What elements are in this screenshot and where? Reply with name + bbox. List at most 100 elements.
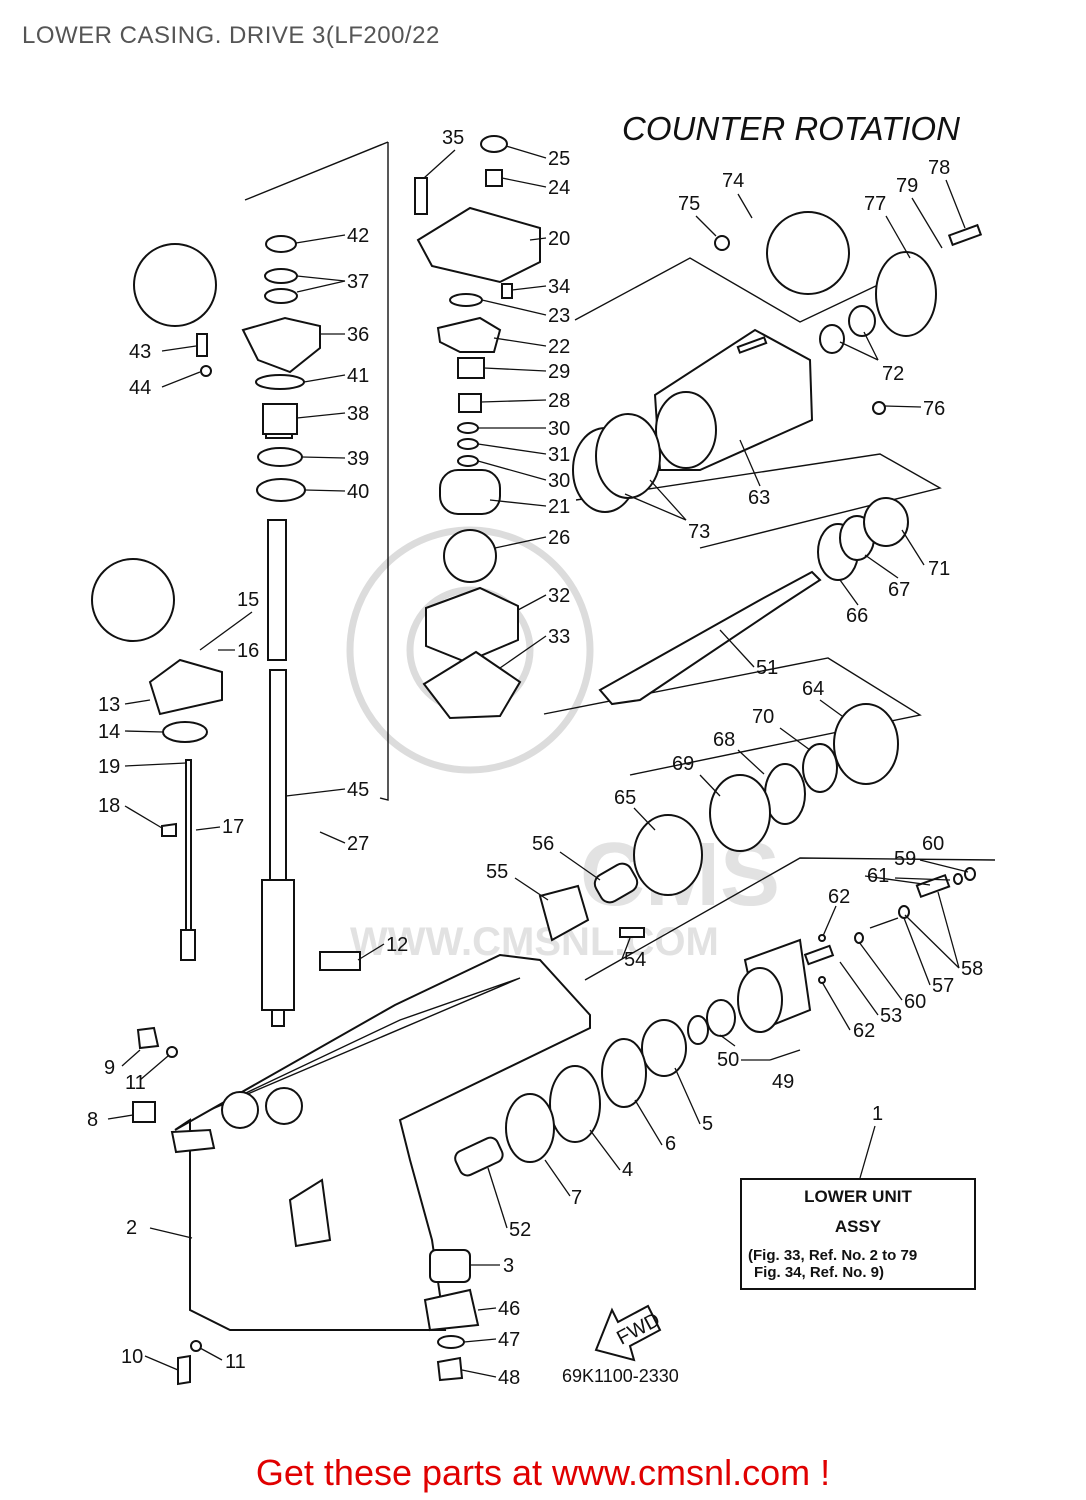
callout-62a: 62 <box>828 886 850 908</box>
callout-54: 54 <box>624 949 646 971</box>
callout-46: 46 <box>498 1298 520 1320</box>
callout-62b: 62 <box>853 1020 875 1042</box>
callout-22: 22 <box>548 336 570 358</box>
callout-78: 78 <box>928 157 950 179</box>
callout-27: 27 <box>347 833 369 855</box>
note-line-3: (Fig. 33, Ref. No. 2 to 79 <box>748 1247 918 1264</box>
callout-25: 25 <box>548 148 570 170</box>
drive-shaft <box>261 431 295 1027</box>
callout-15: 15 <box>237 589 259 611</box>
fwd-arrow: FWD <box>594 1304 664 1362</box>
callout-79: 79 <box>896 175 918 197</box>
callout-72: 72 <box>882 363 904 385</box>
callout-14: 14 <box>98 721 120 743</box>
callout-1: 1 <box>872 1103 883 1125</box>
callout-38: 38 <box>347 403 369 425</box>
callout-74: 74 <box>722 170 744 192</box>
callout-6: 6 <box>665 1133 676 1155</box>
callout-73: 73 <box>688 521 710 543</box>
detail-circles <box>91 211 850 642</box>
callout-71: 71 <box>928 558 950 580</box>
footer-link[interactable]: Get these parts at www.cmsnl.com ! <box>255 1452 831 1493</box>
callout-44: 44 <box>129 377 151 399</box>
callout-13: 13 <box>98 694 120 716</box>
callout-16: 16 <box>237 640 259 662</box>
callout-58: 58 <box>961 958 983 980</box>
note-line-2: ASSY <box>834 1217 882 1236</box>
callout-63: 63 <box>748 487 770 509</box>
callout-11a: 11 <box>125 1072 146 1094</box>
upper-parts-left <box>196 235 321 502</box>
page-title: LOWER CASING. DRIVE 3(LF200/22 <box>22 22 440 49</box>
callout-23: 23 <box>548 305 570 327</box>
callout-39: 39 <box>347 448 369 470</box>
callout-9: 9 <box>104 1057 115 1079</box>
callout-67: 67 <box>888 579 910 601</box>
callout-69: 69 <box>672 753 694 775</box>
callout-11b: 11 <box>225 1351 246 1373</box>
callout-26: 26 <box>548 527 570 549</box>
callout-31: 31 <box>548 444 570 466</box>
callout-77: 77 <box>864 193 886 215</box>
callout-29: 29 <box>548 361 570 383</box>
callouts: 1 2 3 4 5 6 7 8 9 10 11 11 12 13 14 15 1… <box>87 127 983 1389</box>
callout-20: 20 <box>548 228 570 250</box>
note-line-1: LOWER UNIT <box>804 1187 912 1206</box>
callout-35: 35 <box>442 127 464 149</box>
callout-41: 41 <box>347 365 369 387</box>
callout-43: 43 <box>129 341 151 363</box>
callout-59: 59 <box>894 848 916 870</box>
callout-32: 32 <box>548 585 570 607</box>
callout-49: 49 <box>772 1071 794 1093</box>
callout-64: 64 <box>802 678 824 700</box>
rotation-heading: COUNTER ROTATION <box>622 110 960 147</box>
callout-66: 66 <box>846 605 868 627</box>
callout-61: 61 <box>867 865 889 887</box>
callout-65: 65 <box>614 787 636 809</box>
callout-52: 52 <box>509 1219 531 1241</box>
lower-unit-assy-note: LOWER UNIT ASSY (Fig. 33, Ref. No. 2 to … <box>740 1178 976 1290</box>
callout-34: 34 <box>548 276 570 298</box>
callout-50: 50 <box>717 1049 739 1071</box>
callout-33: 33 <box>548 626 570 648</box>
callout-30b: 30 <box>548 470 570 492</box>
callout-48: 48 <box>498 1367 520 1389</box>
callout-57: 57 <box>932 975 954 997</box>
callout-56: 56 <box>532 833 554 855</box>
callout-40: 40 <box>347 481 369 503</box>
drawing-code: 69K1100-2330 <box>562 1366 679 1386</box>
callout-70: 70 <box>752 706 774 728</box>
callout-7: 7 <box>571 1187 582 1209</box>
callout-19: 19 <box>98 756 120 778</box>
callout-51: 51 <box>756 657 778 679</box>
callout-8: 8 <box>87 1109 98 1131</box>
callout-60a: 60 <box>922 833 944 855</box>
callout-45: 45 <box>347 779 369 801</box>
callout-28: 28 <box>548 390 570 412</box>
leader-lines <box>107 145 969 1378</box>
callout-68: 68 <box>713 729 735 751</box>
group-outlines <box>244 141 996 981</box>
callout-3: 3 <box>503 1255 514 1277</box>
callout-10: 10 <box>121 1346 143 1368</box>
callout-12: 12 <box>386 934 408 956</box>
callout-18: 18 <box>98 795 120 817</box>
left-small-parts <box>132 658 223 1386</box>
watermark-text: WWW.CMSNL.COM <box>350 920 719 964</box>
water-pump <box>414 135 541 720</box>
callout-21: 21 <box>548 496 570 518</box>
callout-36: 36 <box>347 324 369 346</box>
callout-47: 47 <box>498 1329 520 1351</box>
callout-24: 24 <box>548 177 570 199</box>
callout-4: 4 <box>622 1159 633 1181</box>
callout-55: 55 <box>486 861 508 883</box>
lower-casing <box>170 951 591 1331</box>
callout-30a: 30 <box>548 418 570 440</box>
callout-17: 17 <box>222 816 244 838</box>
callout-5: 5 <box>702 1113 713 1135</box>
note-line-4: Fig. 34, Ref. No. 9) <box>754 1264 885 1281</box>
callout-60b: 60 <box>904 991 926 1013</box>
callout-76: 76 <box>923 398 945 420</box>
callout-2: 2 <box>126 1217 137 1239</box>
